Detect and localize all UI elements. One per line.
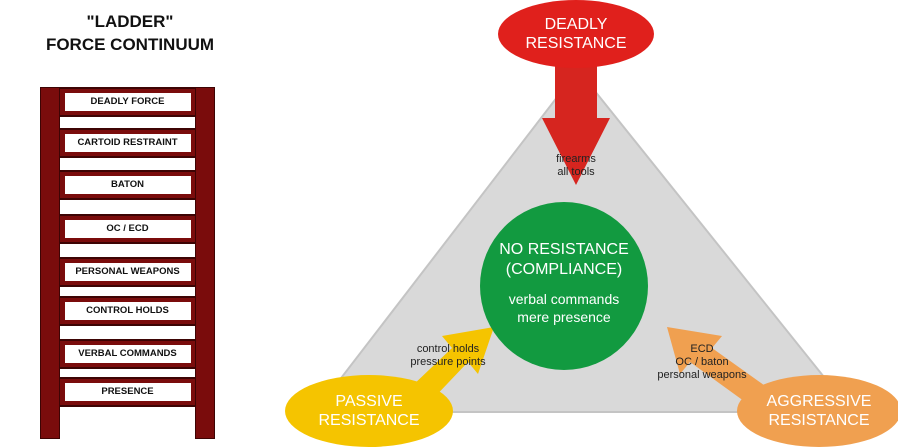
passive-arrow-line2: pressure points <box>410 356 486 368</box>
ladder-rung: PERSONAL WEAPONS <box>60 257 195 287</box>
deadly-arrow-label: firearms all tools <box>526 153 626 179</box>
aggressive-resistance-line1: AGGRESSIVE <box>766 393 872 410</box>
rung-label-personal-weapons: PERSONAL WEAPONS <box>64 263 191 281</box>
rung-label-control-holds: CONTROL HOLDS <box>64 302 191 320</box>
deadly-resistance-line1: DEADLY <box>544 16 608 33</box>
deadly-arrow-line1: firearms <box>556 153 596 165</box>
ladder-left-rail <box>40 87 60 439</box>
compliance-line3: verbal commands <box>508 291 620 307</box>
ladder-title-line1: "LADDER" <box>86 12 174 31</box>
deadly-resistance-label: DEADLY RESISTANCE <box>498 15 654 53</box>
rung-label-baton: BATON <box>64 176 191 194</box>
rung-label-deadly-force: DEADLY FORCE <box>64 93 191 111</box>
ladder-rung: PRESENCE <box>60 377 195 407</box>
ladder-rung: CONTROL HOLDS <box>60 296 195 326</box>
ladder-title-line2: FORCE CONTINUUM <box>45 35 215 54</box>
aggressive-arrow <box>667 327 768 404</box>
rung-label-oc-ecd: OC / ECD <box>64 220 191 238</box>
compliance-circle <box>480 202 648 370</box>
ladder-rung: DEADLY FORCE <box>60 87 195 117</box>
compliance-line4: mere presence <box>517 309 611 325</box>
aggressive-arrow-line3: personal weapons <box>657 369 747 381</box>
passive-resistance-line2: RESISTANCE <box>318 412 420 429</box>
deadly-arrow <box>542 40 610 185</box>
compliance-line2: (COMPLIANCE) <box>505 261 623 278</box>
aggressive-arrow-line2: OC / baton <box>675 356 729 368</box>
aggressive-resistance-line2: RESISTANCE <box>768 412 870 429</box>
ladder-rung: CARTOID RESTRAINT <box>60 128 195 158</box>
ladder-rung: OC / ECD <box>60 214 195 244</box>
deadly-resistance-line2: RESISTANCE <box>525 35 627 52</box>
passive-resistance-oval <box>285 375 453 447</box>
aggressive-resistance-label: AGGRESSIVE RESISTANCE <box>740 392 898 430</box>
passive-resistance-line1: PASSIVE <box>335 393 403 410</box>
rung-label-verbal-commands: VERBAL COMMANDS <box>64 345 191 363</box>
deadly-resistance-oval <box>498 0 654 68</box>
ladder-right-rail <box>195 87 215 439</box>
ladder-rung: VERBAL COMMANDS <box>60 339 195 369</box>
ladder-title: "LADDER" FORCE CONTINUUM <box>20 10 240 56</box>
aggressive-arrow-line1: ECD <box>690 343 714 355</box>
compliance-line1: NO RESISTANCE <box>499 241 629 258</box>
passive-arrow <box>410 327 494 404</box>
aggressive-arrow-label: ECD OC / baton personal weapons <box>646 343 758 382</box>
rung-label-presence: PRESENCE <box>64 383 191 401</box>
passive-arrow-line1: control holds <box>416 343 480 355</box>
passive-resistance-label: PASSIVE RESISTANCE <box>290 392 448 430</box>
deadly-arrow-line2: all tools <box>557 166 595 178</box>
ladder-rung: BATON <box>60 170 195 200</box>
rung-label-cartoid-restraint: CARTOID RESTRAINT <box>64 134 191 152</box>
compliance-text: NO RESISTANCE (COMPLIANCE) verbal comman… <box>480 240 648 326</box>
aggressive-resistance-oval <box>737 375 898 447</box>
passive-arrow-label: control holds pressure points <box>396 343 500 369</box>
